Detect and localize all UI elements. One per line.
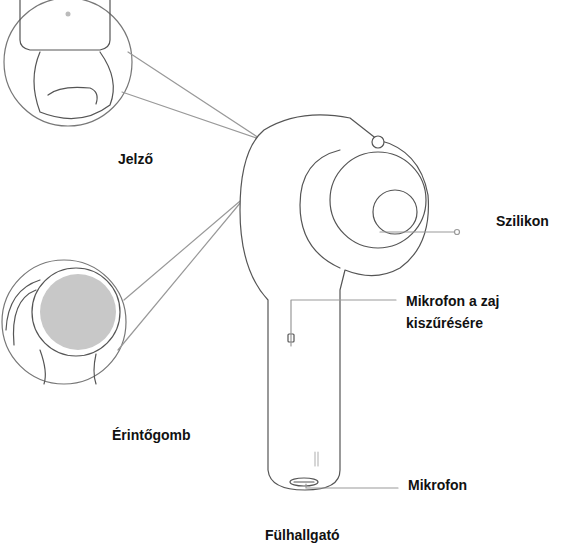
noise-mic-label: Mikrofon a zaj kiszűrésére <box>406 290 556 334</box>
touch-ring <box>32 268 120 356</box>
touch-button-label: Érintőgomb <box>112 424 191 446</box>
bottom-mic-slot <box>294 481 314 482</box>
leader-line <box>380 231 454 232</box>
indicator-stem <box>34 52 113 119</box>
indicator-light <box>66 12 71 17</box>
detail-circle <box>2 260 126 384</box>
earbud-body <box>240 115 428 490</box>
touch-button <box>40 274 116 350</box>
indicator <box>372 136 384 148</box>
figure-caption: Fülhallgató <box>265 524 340 545</box>
side-mark <box>315 452 318 466</box>
leader-line <box>291 300 396 346</box>
leader-line <box>118 196 246 350</box>
indicator-label: Jelző <box>118 148 153 170</box>
ear-tip-nozzle <box>373 190 417 234</box>
leader-line <box>122 52 262 140</box>
leader-line <box>306 484 398 488</box>
detail-circle <box>4 0 132 126</box>
bottom-mic <box>290 478 318 486</box>
ear-tip <box>330 152 426 248</box>
indicator-curve <box>48 87 97 104</box>
mic-label: Mikrofon <box>408 474 467 496</box>
indicator-body <box>20 0 110 50</box>
ear-tip-label: Szilikon <box>496 210 549 232</box>
touch-stem <box>40 350 96 384</box>
leader-end <box>455 230 460 235</box>
